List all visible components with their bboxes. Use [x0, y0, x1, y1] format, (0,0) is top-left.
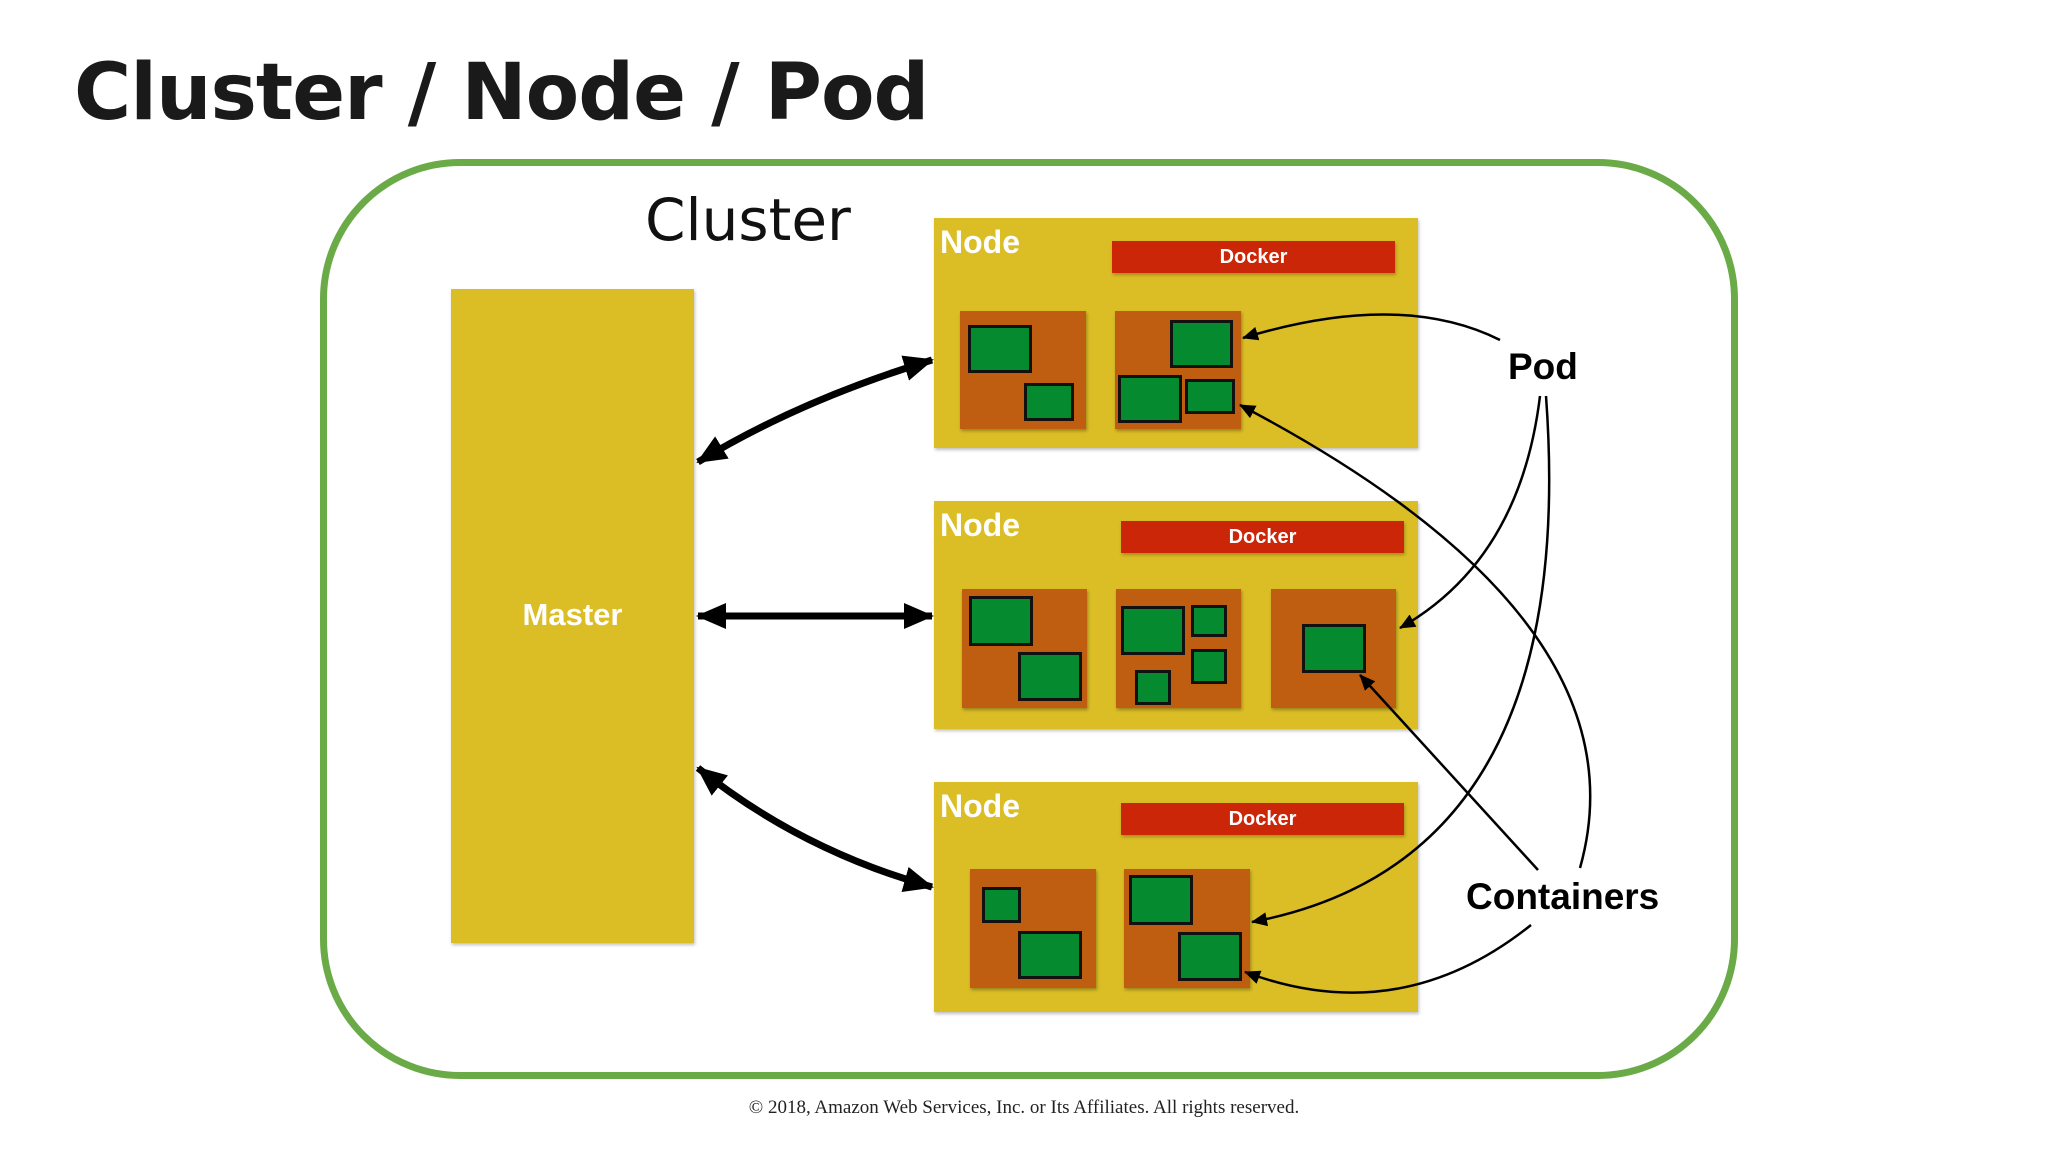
pod-annotation-label: Pod	[1508, 346, 1578, 387]
slide-title: Cluster / Node / Pod	[74, 48, 929, 138]
containers-annotation-label: Containers	[1466, 876, 1660, 917]
master-label: Master	[522, 597, 623, 632]
pod	[1124, 869, 1250, 988]
containers-pointer-node1	[1239, 403, 1592, 869]
container	[968, 325, 1032, 373]
master-box	[451, 289, 694, 943]
pod	[1116, 589, 1241, 708]
container	[1302, 624, 1366, 673]
node-2: Node Docker	[934, 501, 1418, 729]
cluster-boundary	[320, 159, 1738, 1079]
cluster-label: Cluster	[645, 186, 851, 254]
container	[1129, 875, 1193, 925]
pod-pointer-node1	[1242, 313, 1501, 342]
node-label: Node	[940, 507, 1020, 543]
container	[1185, 379, 1235, 414]
containers-pointer-node3	[1244, 924, 1532, 994]
node-1: Node Docker	[934, 218, 1418, 448]
container	[1191, 649, 1227, 684]
pod	[960, 311, 1086, 429]
pod-pointer-node3	[1251, 395, 1551, 927]
node-label: Node	[940, 224, 1020, 260]
master-node3-arrow	[695, 765, 934, 892]
docker-runtime-bar: Docker	[1121, 521, 1404, 553]
container	[1018, 931, 1082, 979]
container	[1170, 320, 1233, 368]
container	[1191, 605, 1227, 637]
pod	[962, 589, 1087, 708]
container	[1135, 670, 1171, 705]
pod	[970, 869, 1096, 988]
docker-runtime-bar: Docker	[1112, 241, 1395, 273]
node-label: Node	[940, 788, 1020, 824]
master-node1-arrow	[696, 355, 934, 465]
copyright-footer: © 2018, Amazon Web Services, Inc. or Its…	[748, 1097, 1300, 1118]
pod-pointer-node2	[1399, 395, 1542, 630]
container	[1018, 652, 1082, 701]
container	[982, 887, 1021, 923]
pod	[1271, 589, 1396, 708]
container	[969, 596, 1033, 646]
container	[1024, 383, 1074, 421]
container	[1118, 375, 1182, 423]
docker-runtime-bar: Docker	[1121, 803, 1404, 835]
container	[1121, 606, 1185, 655]
pod	[1115, 311, 1241, 429]
containers-pointer-node2	[1359, 674, 1539, 871]
container	[1178, 932, 1242, 981]
